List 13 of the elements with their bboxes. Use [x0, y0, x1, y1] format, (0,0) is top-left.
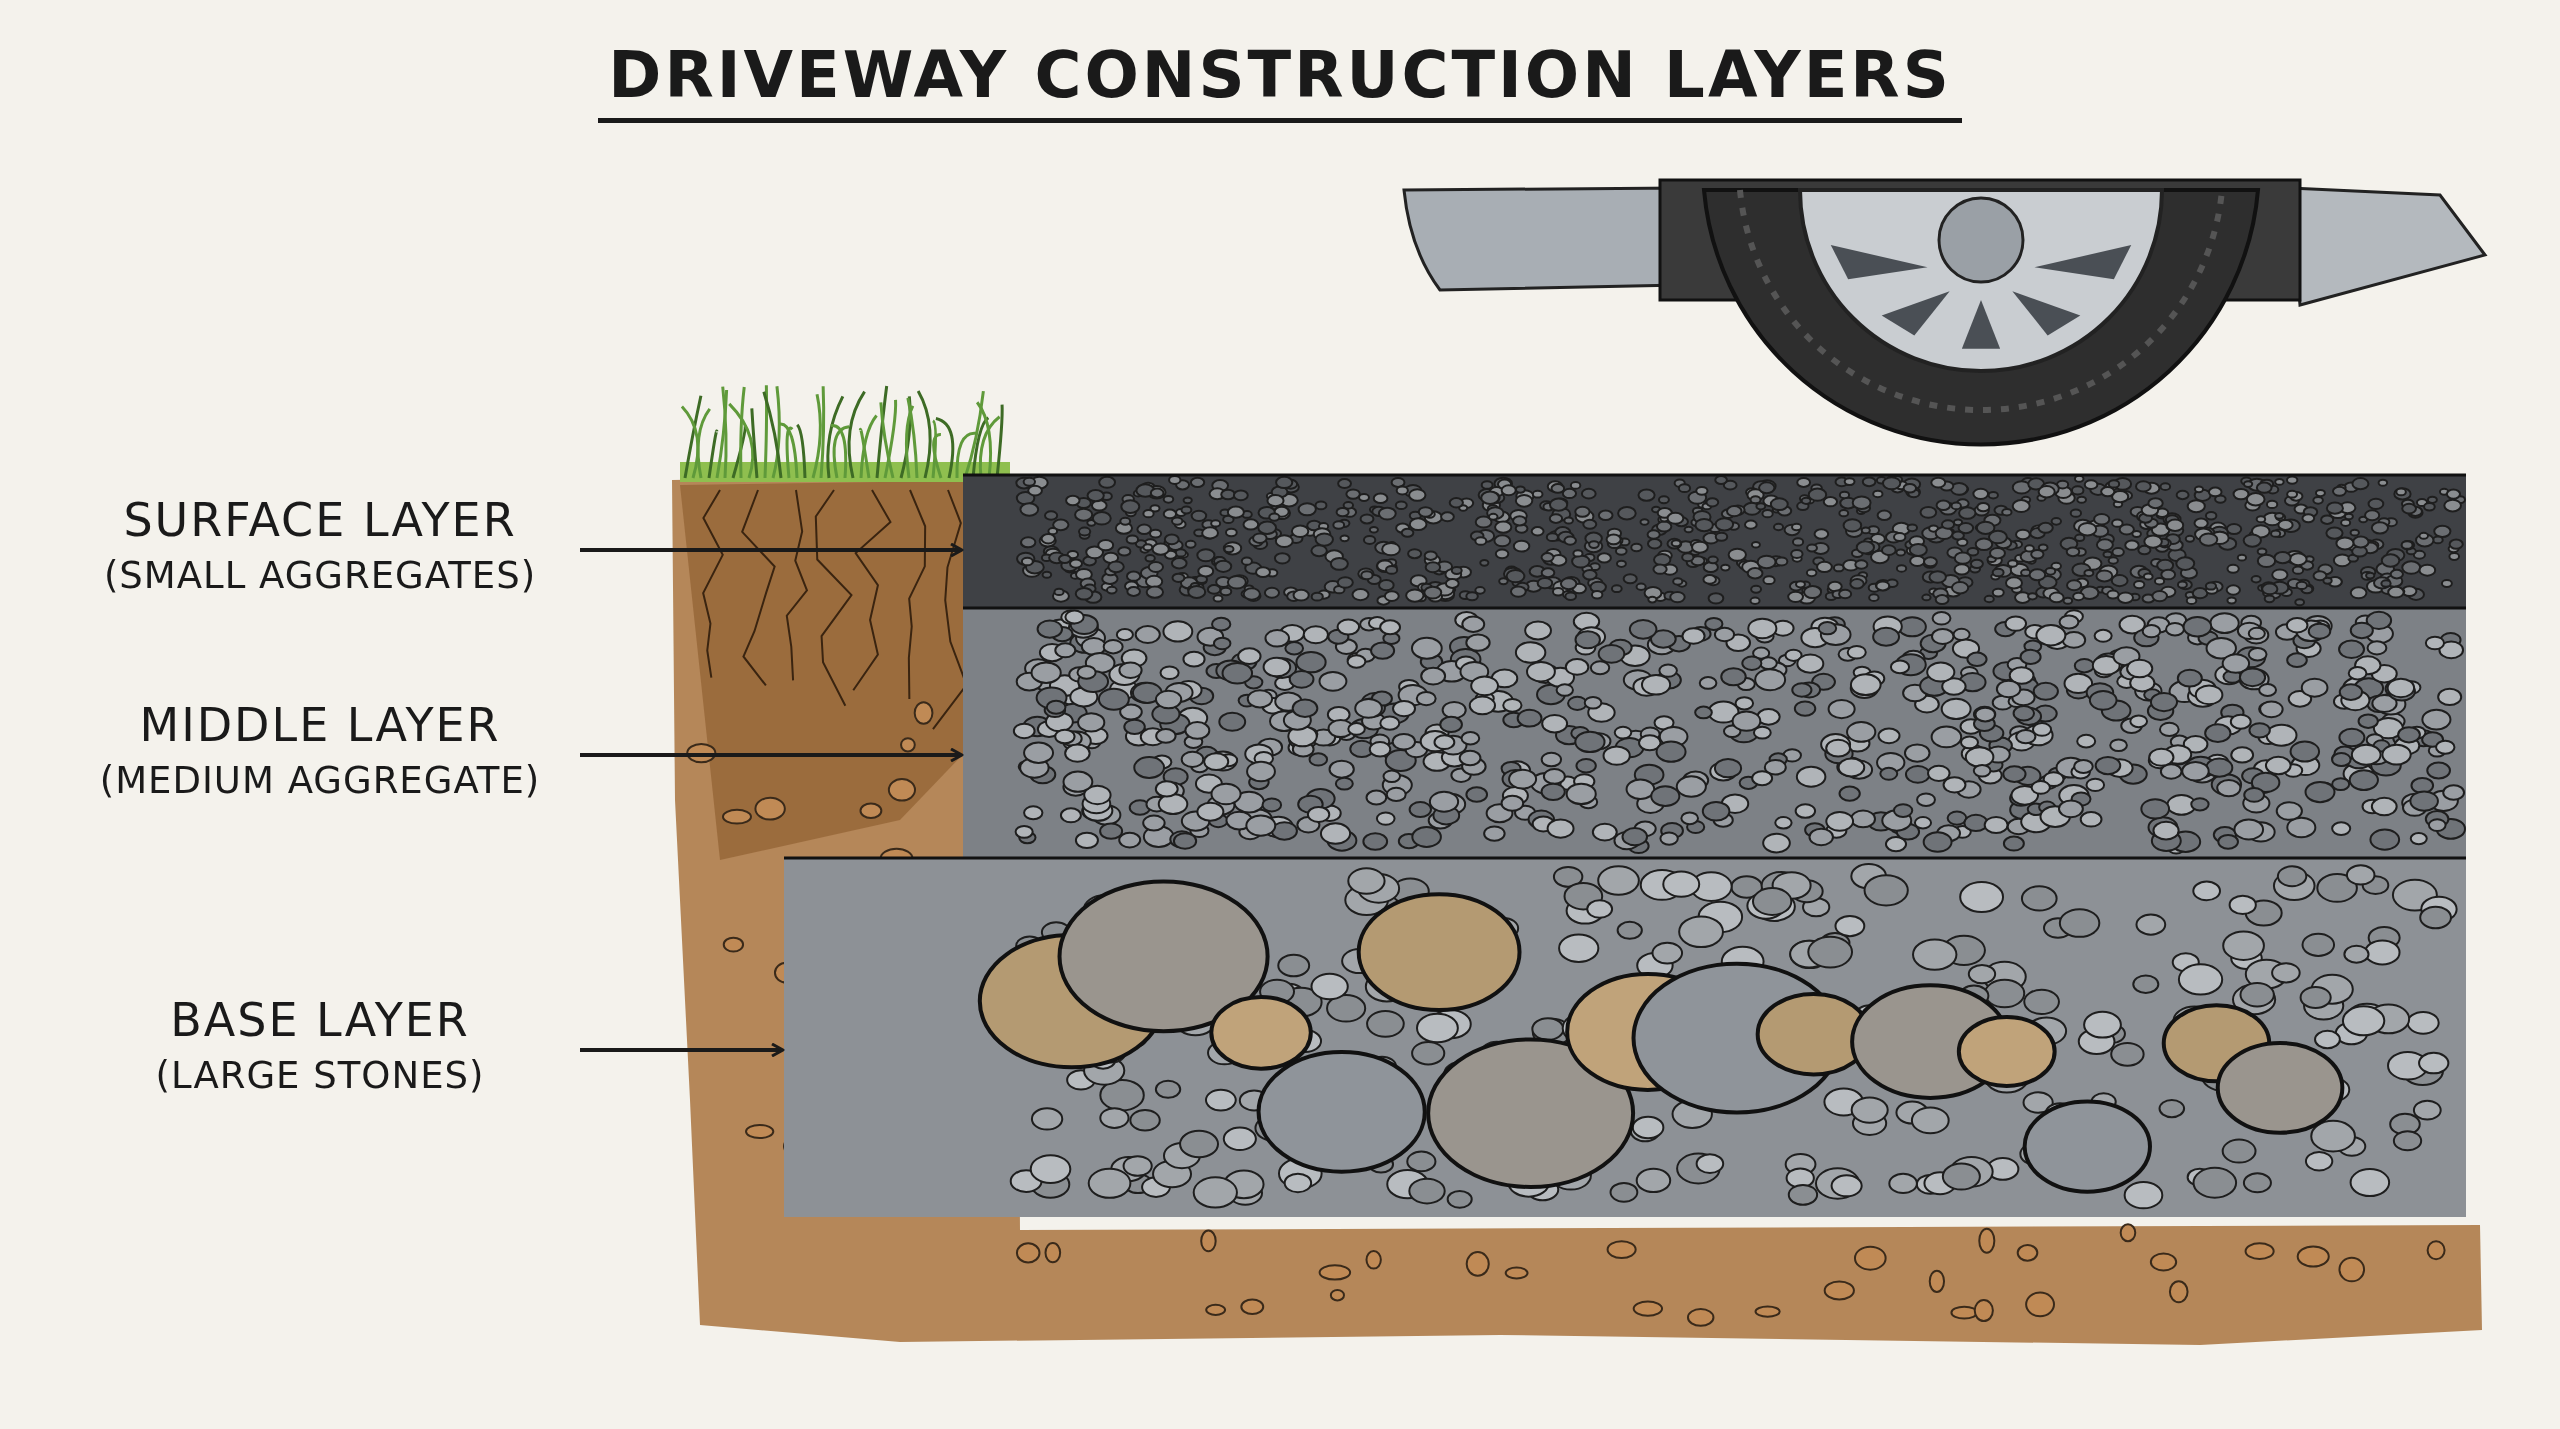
layer-label: MIDDLE LAYER — [138, 697, 502, 754]
layer-description: (LARGE STONES) — [154, 1053, 486, 1099]
layer-label: SURFACE LAYER — [122, 492, 518, 549]
layer-label: BASE LAYER — [169, 992, 471, 1049]
layer-description: (MEDIUM AGGREGATE) — [98, 758, 542, 804]
surface-gravel-layer — [963, 474, 2466, 607]
base-stone-layer — [784, 857, 2466, 1217]
layer-description: (SMALL AGGREGATES) — [102, 553, 538, 599]
title: DRIVEWAY CONSTRUCTION LAYERS — [598, 38, 1962, 123]
arrow — [580, 542, 964, 558]
middle-gravel-layer — [963, 607, 2466, 857]
arrow — [580, 1042, 785, 1058]
arrow — [580, 747, 964, 763]
